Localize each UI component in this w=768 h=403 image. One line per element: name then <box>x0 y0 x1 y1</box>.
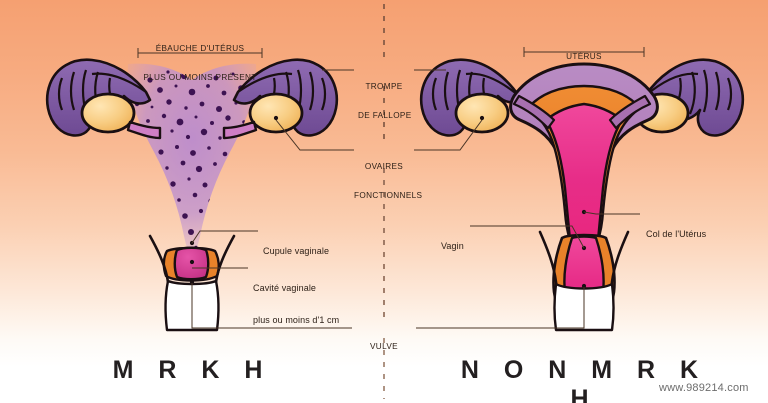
leader-ovaires-right <box>414 119 483 151</box>
watermark: www.989214.com <box>659 382 749 394</box>
right-ovary-callout-dot <box>273 115 279 121</box>
callout-col-uterus: Col de l'Utérus <box>646 208 706 261</box>
callout-cupule-vaginale: Cupule vaginale <box>263 225 329 278</box>
mrkh-anatomy <box>45 58 339 332</box>
leader-vulve-left <box>191 283 352 329</box>
uterus-bracket-label-text: UTÉRUS <box>566 52 602 62</box>
vulve-callout-dot-right <box>581 283 587 289</box>
callout-cavite-vaginale-line2: plus ou moins d'1 cm <box>253 315 340 326</box>
uterus-bracket-label: UTÉRUS <box>544 33 624 81</box>
mrkh-bracket <box>137 48 263 58</box>
uterus-bracket <box>523 47 645 57</box>
left-ovary-callout-dot <box>479 115 485 121</box>
leader-ovaires-left <box>275 119 354 151</box>
center-label-trompe-line2: DE FALLOPE <box>358 111 412 121</box>
leader-cupule <box>191 230 258 244</box>
leader-vulve-right <box>416 287 585 329</box>
non-mrkh-anatomy <box>419 58 745 332</box>
mrkh-bracket-label-line1: ÉBAUCHE D'UTÉRUS <box>155 44 245 54</box>
leader-vagin <box>470 225 585 249</box>
mrkh-bracket-label: ÉBAUCHE D'UTÉRUS PLUS OU MOINS PRÉSENT <box>120 25 280 102</box>
center-label-trompe-line1: TROMPE <box>365 82 403 92</box>
leader-lines <box>137 47 645 329</box>
callout-cavite-vaginale-line1: Cavité vaginale <box>253 283 317 294</box>
nonmrkh-left-ovary <box>454 92 510 134</box>
center-label-vulve-text: VULVE <box>370 342 398 352</box>
mrkh-bracket-label-line2: PLUS OU MOINS PRÉSENT <box>143 73 257 83</box>
callout-col-uterus-text: Col de l'Utérus <box>646 229 707 240</box>
uterus-body <box>509 62 659 242</box>
callout-cupule-vaginale-text: Cupule vaginale <box>263 246 330 257</box>
center-label-ovaires: OVAIRES FONCTIONNELS <box>354 143 423 220</box>
panel-title-non-mrkh: N O N M R K H <box>460 356 708 403</box>
cavity-callout-dot <box>189 259 195 265</box>
right-tube-isthmus <box>222 120 258 140</box>
center-label-ovaires-line1: OVAIRES <box>364 162 404 172</box>
vaginal-cupule-group <box>162 240 220 282</box>
center-label-vulve: VULVE <box>356 323 412 371</box>
vulve-callout-dot-left <box>189 279 195 285</box>
center-label-trompe: TROMPE DE FALLOPE <box>358 63 412 140</box>
callout-vagin-text: Vagin <box>441 241 464 252</box>
callout-cavite-vaginale: Cavité vaginale plus ou moins d'1 cm <box>253 262 339 347</box>
leader-col <box>583 211 640 215</box>
left-ovary <box>80 92 136 134</box>
center-label-ovaires-line2: FONCTIONNELS <box>354 191 423 201</box>
right-ovary <box>248 92 304 134</box>
callout-vagin: Vagin <box>441 220 464 273</box>
left-tube-isthmus <box>126 120 162 140</box>
panel-title-mrkh: M R K H <box>112 356 272 384</box>
